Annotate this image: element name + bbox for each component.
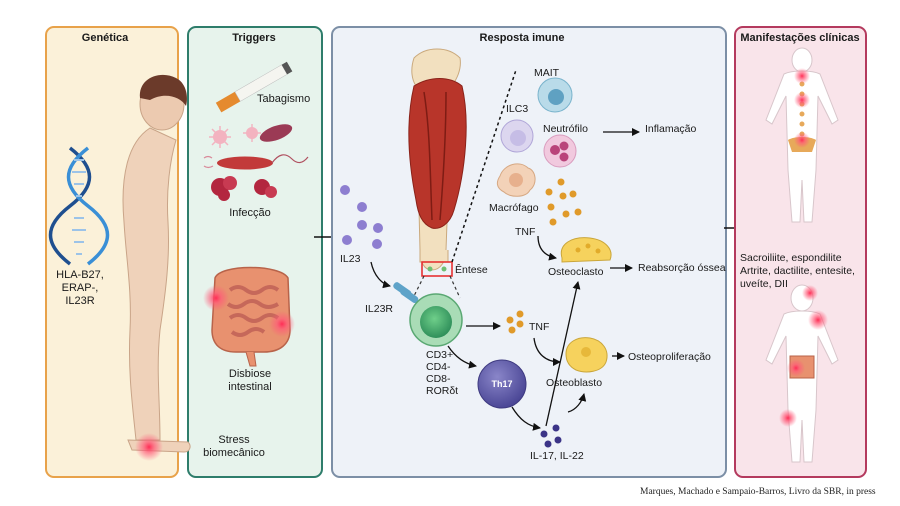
hotspot-hand xyxy=(808,310,828,330)
il23-receptor-icon xyxy=(393,282,419,304)
panel-resposta-title: Resposta imune xyxy=(480,32,565,44)
hotspot-intestine-left xyxy=(203,285,229,311)
tcell-marker-2: CD4- xyxy=(426,361,451,373)
manifest-line-2: Artrite, dactilite, entesite, xyxy=(740,265,855,277)
macrofago-label: Macrófago xyxy=(489,202,539,214)
tnf-top-label: TNF xyxy=(515,226,535,238)
neutrofilo-label: Neutrófilo xyxy=(543,123,588,135)
th17-cell-icon xyxy=(477,359,527,409)
manifest-line-3: uveíte, DII xyxy=(740,278,788,290)
entese-label: Êntese xyxy=(455,263,488,276)
th17-label: Th17 xyxy=(491,379,512,389)
genes-line-1: HLA-B27, xyxy=(56,269,104,281)
il17-molecules-icon xyxy=(540,424,562,448)
osteoclasto-label: Osteoclasto xyxy=(548,266,604,278)
neutrofilo-cell-icon xyxy=(543,134,577,168)
hotspot-gut xyxy=(787,359,805,377)
hotspot-eye xyxy=(802,285,818,301)
tcell-marker-4: RORδt xyxy=(426,385,458,397)
disbiose-label-1: Disbiose xyxy=(229,368,271,380)
hotspot-intestine-right xyxy=(269,311,295,337)
il23-molecules-icon xyxy=(340,185,383,249)
zoom-line-top xyxy=(451,69,517,263)
tcell-marker-3: CD8- xyxy=(426,373,451,385)
osteoproliferacao-label: Osteoproliferação xyxy=(628,351,711,363)
arrow-tnf-to-osteoclast xyxy=(537,235,557,261)
inflamacao-label: Inflamação xyxy=(645,123,697,135)
mait-label: MAIT xyxy=(534,67,560,79)
genes-line-2: ERAP-, xyxy=(62,282,99,294)
il23-label: IL23 xyxy=(340,253,361,265)
tnf-top-molecules-icon xyxy=(545,178,582,226)
panel-genetica-title: Genética xyxy=(82,32,129,44)
ilc3-label: ILC3 xyxy=(506,103,528,115)
disbiose-label-2: intestinal xyxy=(228,381,271,393)
panel-resposta xyxy=(331,26,727,478)
osteoclast-icon xyxy=(560,237,612,263)
hotspot-heel xyxy=(135,433,163,461)
tnf-mid-molecules-icon xyxy=(506,310,524,334)
infeccao-label: Infecção xyxy=(229,207,271,219)
panel-manifestacoes-title: Manifestações clínicas xyxy=(740,32,859,44)
hotspot-sacroiliac xyxy=(794,132,810,148)
zoom-line-right xyxy=(449,275,461,299)
manifest-line-1: Sacroiliite, espondilite xyxy=(740,252,842,264)
arrow-tnf-to-osteoblast xyxy=(533,337,561,366)
il17-label: IL-17, IL-22 xyxy=(530,450,584,462)
tcell-marker-1: CD3+ xyxy=(426,349,453,361)
genes-line-3: IL23R xyxy=(65,295,94,307)
arrow-il17-to-osteoblast xyxy=(567,393,587,413)
osteoblast-icon xyxy=(565,337,608,373)
leg-muscle-icon xyxy=(408,48,467,271)
arrow-il23-to-receptor xyxy=(370,261,391,289)
tnf-mid-label: TNF xyxy=(529,321,549,333)
arrow-tcell-to-th17 xyxy=(447,345,477,369)
arrow-il17-to-osteoclast xyxy=(545,281,581,427)
dna-helix-icon xyxy=(48,146,110,266)
hotspot-neck xyxy=(794,68,810,84)
panel-manifestacoes xyxy=(734,26,867,478)
entese-highlight xyxy=(421,261,453,277)
microbes-icon xyxy=(203,124,309,201)
il23r-label: IL23R xyxy=(365,303,393,315)
zoom-line-left xyxy=(413,275,425,297)
arrow-th17-to-il17 xyxy=(511,406,541,431)
figure-credit: Marques, Machado e Sampaio-Barros, Livro… xyxy=(640,487,876,497)
reabsorcao-label: Reabsorção óssea xyxy=(638,262,726,274)
hotspot-spine xyxy=(794,92,810,108)
osteoblasto-label: Osteoblasto xyxy=(546,377,602,389)
hotspot-knee xyxy=(779,409,797,427)
tabagismo-label: Tabagismo xyxy=(257,93,310,105)
cigarette-icon xyxy=(215,61,293,113)
panel-triggers-title: Triggers xyxy=(232,32,275,44)
intestines-icon xyxy=(211,266,291,367)
stress-label-2: biomecânico xyxy=(203,447,265,459)
stress-label-1: Stress xyxy=(218,434,250,446)
